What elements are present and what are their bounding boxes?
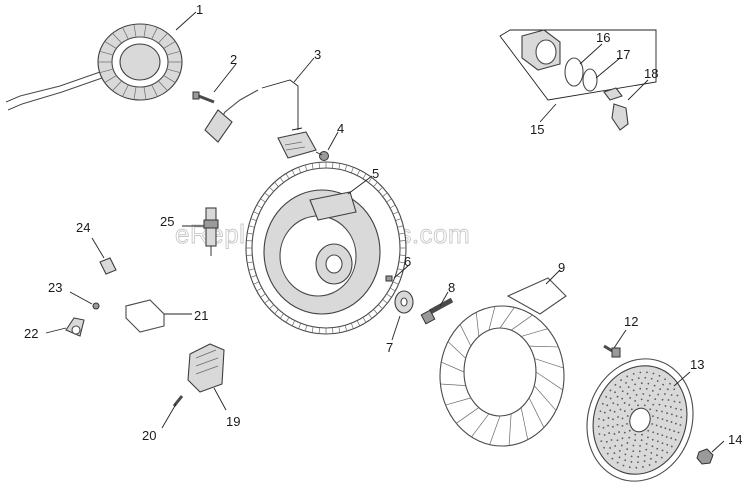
callout-leaders (45, 11, 725, 453)
callout-19: 19 (226, 414, 240, 429)
spark-plug-part (203, 207, 219, 256)
callout-5: 5 (372, 166, 379, 181)
washer-part-7 (394, 290, 414, 314)
callout-13: 13 (690, 357, 704, 372)
callout-18: 18 (644, 66, 658, 81)
callout-24: 24 (76, 220, 90, 235)
callout-21: 21 (194, 308, 208, 323)
callout-15: 15 (530, 122, 544, 137)
callout-3: 3 (314, 47, 321, 62)
screw-part-2 (192, 91, 215, 104)
callout-4: 4 (337, 121, 344, 136)
block-part-21 (124, 299, 166, 333)
washer-part-23 (92, 302, 100, 310)
callout-16: 16 (596, 30, 610, 45)
fan-part (439, 277, 567, 447)
clip-part-24 (99, 257, 117, 275)
flywheel-part (245, 161, 407, 335)
callout-labels: 1 2 3 4 5 6 7 8 9 12 13 14 15 16 17 18 1… (24, 2, 742, 447)
callout-2: 2 (230, 52, 237, 67)
rectifier-part (187, 343, 225, 393)
callout-14: 14 (728, 432, 742, 447)
screw-part-12 (603, 344, 621, 358)
callout-17: 17 (616, 47, 630, 62)
screen-part (586, 358, 694, 482)
callout-8: 8 (448, 280, 455, 295)
callout-9: 9 (558, 260, 565, 275)
callout-20: 20 (142, 428, 156, 443)
callout-6: 6 (404, 254, 411, 269)
callout-25: 25 (160, 214, 174, 229)
callout-1: 1 (196, 2, 203, 17)
clamp-part-22 (65, 317, 85, 337)
callout-7: 7 (386, 340, 393, 355)
nut-part-14 (696, 448, 714, 465)
callout-23: 23 (48, 280, 62, 295)
callout-12: 12 (624, 314, 638, 329)
ignition-coil-part (204, 79, 317, 159)
key-part-6 (385, 275, 393, 282)
bolt-part-4 (315, 151, 329, 161)
callout-22: 22 (24, 326, 38, 341)
bolt-part-8 (420, 297, 454, 325)
ignition-switch-assembly (499, 29, 657, 131)
stator-part (5, 23, 183, 111)
